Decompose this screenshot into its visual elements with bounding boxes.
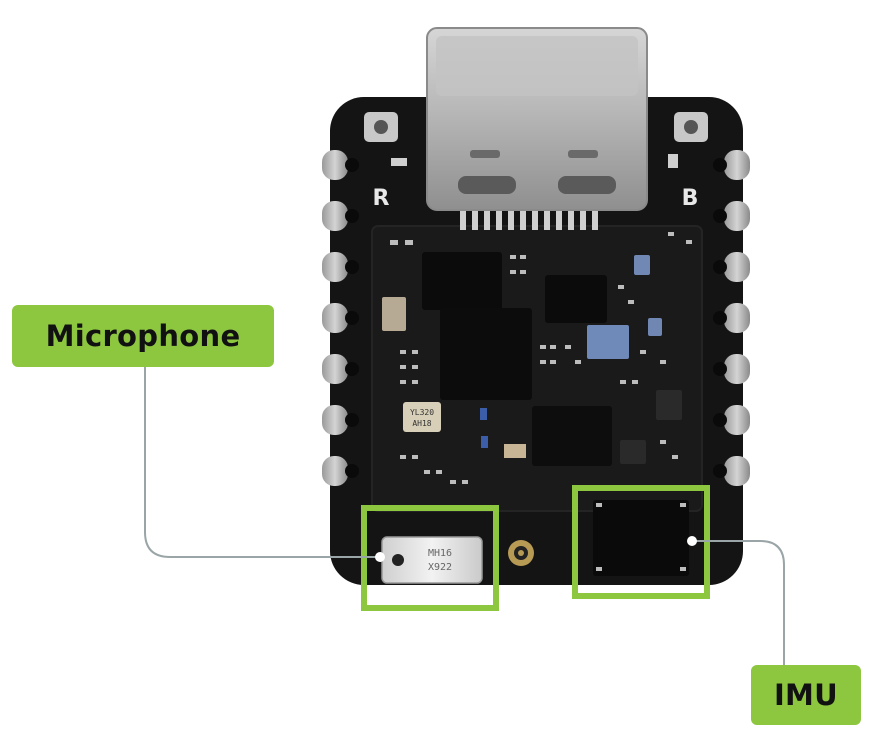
usb-c-connector [426,27,648,211]
usb-solder-pads [460,208,598,230]
microphone-leader-line [144,367,380,558]
microphone-component: MH16 X922 [381,536,483,584]
mounting-pads [364,112,708,168]
pcb-board: YL320 AH18 [322,97,750,585]
microphone-callout-label: Microphone [12,305,274,367]
chip-marking-1: YL320 [410,408,434,417]
microphone-anchor-dot [375,552,385,562]
silkscreen-b: B [682,186,699,211]
imu-callout-label: IMU [751,665,861,725]
imu-anchor-dot [687,536,697,546]
right-edge-pads [724,150,750,486]
imu-component [593,500,689,576]
mic-marking-1: MH16 [428,548,452,559]
antenna-connector [508,540,534,566]
passive-components [390,232,692,484]
mic-marking-2: X922 [428,562,452,573]
ic-components: YL320 AH18 [382,252,682,466]
imu-leader-line [692,540,785,665]
silkscreen-r: R [373,186,390,211]
left-edge-pads [322,150,348,486]
chip-marking-2: AH18 [412,419,431,428]
